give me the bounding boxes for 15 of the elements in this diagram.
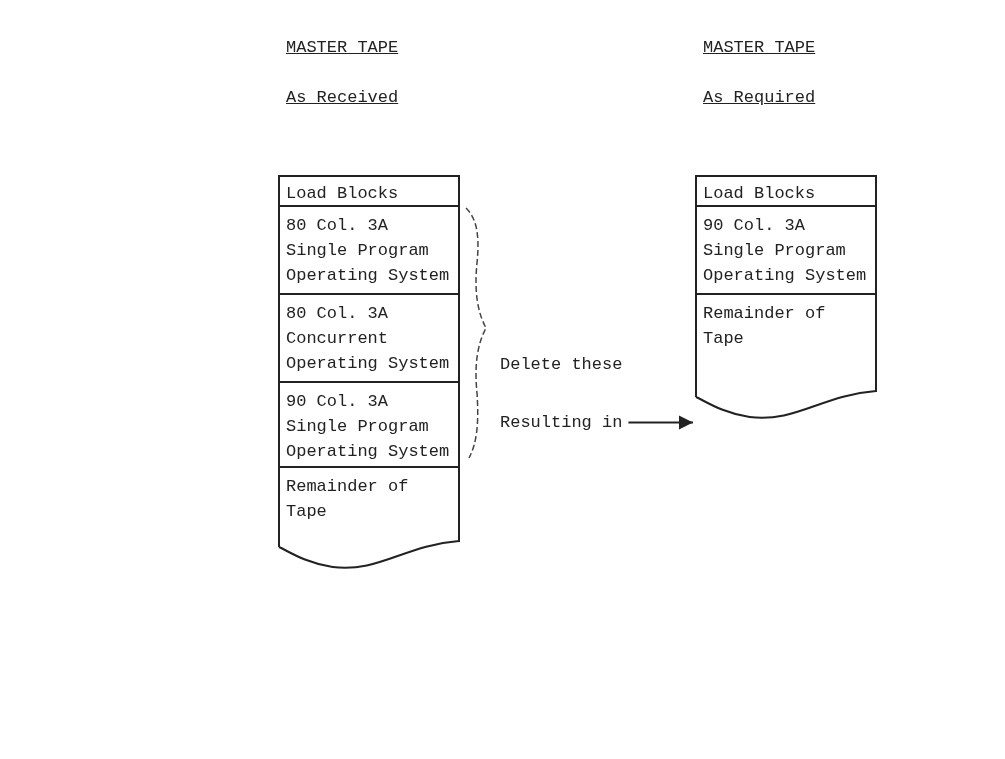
heading: As Required	[703, 88, 816, 107]
tape-section: 80 Col. 3A Concurrent Operating System	[278, 295, 460, 383]
tape-section: 90 Col. 3A Single Program Operating System	[695, 207, 877, 295]
tape-section: 90 Col. 3A Single Program Operating System	[278, 383, 460, 468]
arrow	[627, 415, 694, 430]
tape-section: Remainder of Tape	[278, 468, 460, 547]
heading: MASTER TAPE	[703, 38, 816, 57]
heading: MASTER TAPE	[286, 38, 399, 57]
tape-section: 80 Col. 3A Single Program Operating System	[278, 207, 460, 295]
annotation: Delete these	[500, 355, 623, 374]
tape-section: Load Blocks	[278, 175, 460, 207]
text-label: Resulting in	[500, 413, 623, 432]
tape-section: Load Blocks	[695, 175, 877, 207]
tape-section: Remainder of Tape	[695, 295, 877, 397]
heading: As Received	[286, 88, 399, 107]
